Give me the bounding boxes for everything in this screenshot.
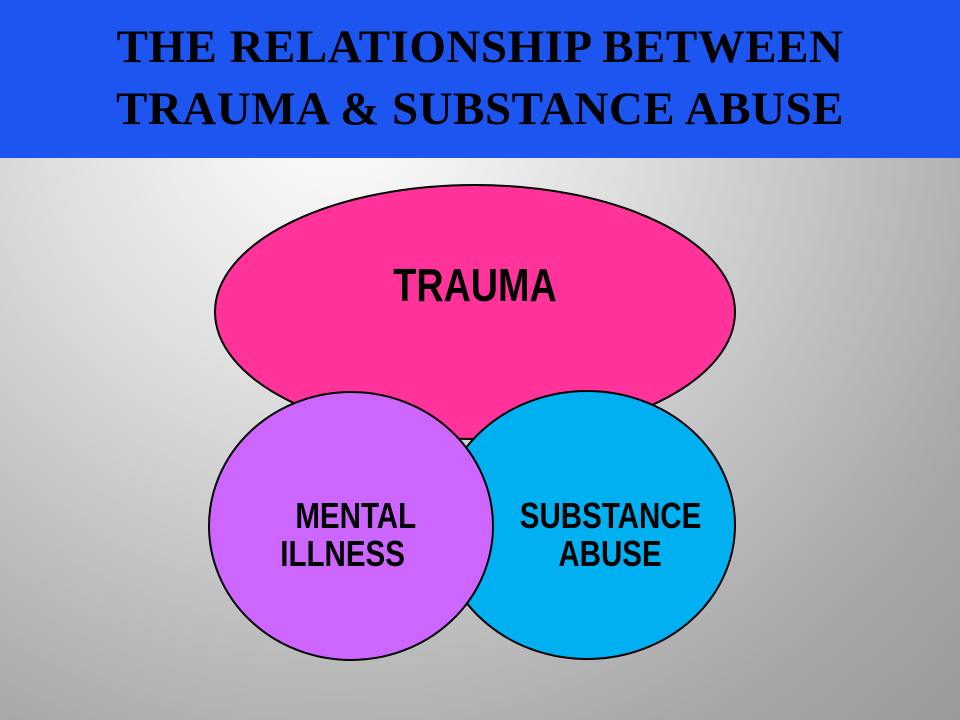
trauma-label: TRAUMA: [393, 259, 557, 311]
trauma-ellipse: [214, 184, 736, 440]
title-banner: THE RELATIONSHIP BETWEEN TRAUMA & SUBSTA…: [0, 0, 960, 158]
substance-abuse-label-line-1: SUBSTANCE: [519, 495, 702, 536]
mental-illness-label: MENTAL ILLNESS: [268, 497, 432, 573]
mental-illness-circle: [208, 391, 494, 661]
mental-illness-label-line-2: ILLNESS: [280, 533, 405, 574]
mental-illness-label-line-1: MENTAL: [295, 495, 417, 536]
title-line-1: THE RELATIONSHIP BETWEEN: [116, 21, 844, 73]
title-line-2: TRAUMA & SUBSTANCE ABUSE: [115, 83, 844, 135]
substance-abuse-label: SUBSTANCE ABUSE: [519, 495, 702, 574]
substance-abuse-label-line-2: ABUSE: [558, 533, 662, 574]
